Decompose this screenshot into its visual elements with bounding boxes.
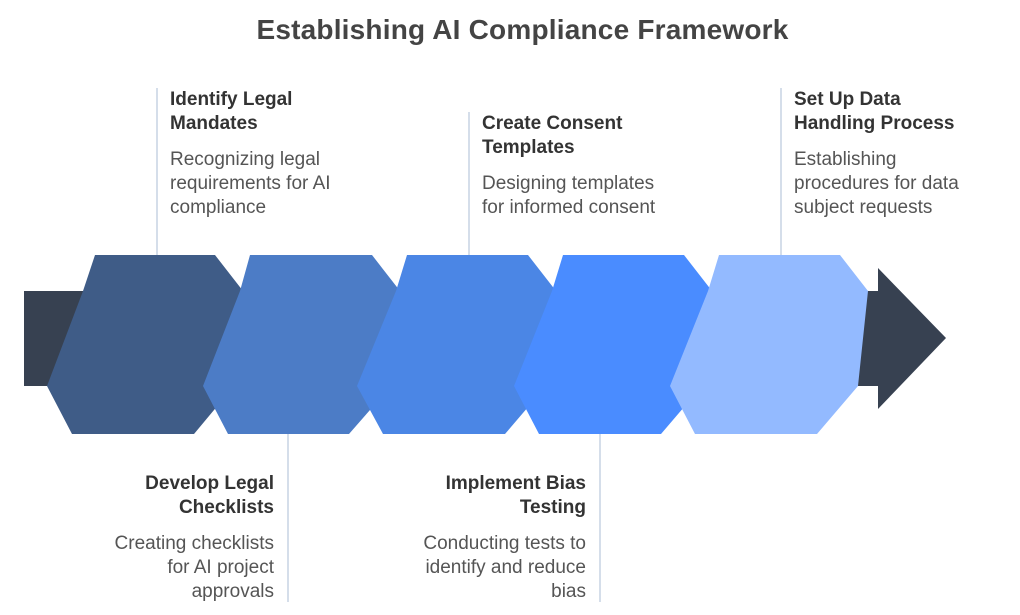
step-description: Recognizing legal requirements for AI co… <box>170 148 370 220</box>
step-desc-line: Establishing <box>794 149 897 170</box>
step-title-line: Handling Process <box>794 113 955 134</box>
step-title: Implement Bias Testing <box>386 472 586 520</box>
step-desc-line: for AI project <box>167 557 274 578</box>
step-desc-line: procedures for data <box>794 173 959 194</box>
step-title-line: Develop Legal <box>145 473 274 494</box>
step-block-5 <box>670 255 868 434</box>
step-desc-line: bias <box>551 581 586 602</box>
step-block-3 <box>357 255 556 434</box>
step-title-line: Create Consent <box>482 113 623 134</box>
step-description: Establishing procedures for data subject… <box>794 148 994 220</box>
step-callout-1: Identify Legal Mandates Recognizing lega… <box>170 88 370 220</box>
step-desc-line: subject requests <box>794 197 933 218</box>
step-title-line: Implement Bias <box>445 473 586 494</box>
step-title-line: Testing <box>519 497 586 518</box>
step-block-2 <box>203 255 400 434</box>
step-desc-line: compliance <box>170 197 267 218</box>
step-desc-line: Creating checklists <box>114 533 274 554</box>
step-desc-line: Designing templates <box>482 173 655 194</box>
step-title-line: Mandates <box>170 113 258 134</box>
step-description: Conducting tests to identify and reduce … <box>386 532 586 604</box>
step-title: Create Consent Templates <box>482 112 682 160</box>
step-desc-line: requirements for AI <box>170 173 331 194</box>
step-desc-line: for informed consent <box>482 197 656 218</box>
step-title-line: Identify Legal <box>170 89 293 110</box>
step-description: Creating checklists for AI project appro… <box>74 532 274 604</box>
step-title-line: Set Up Data <box>794 89 901 110</box>
diagram-title: Establishing AI Compliance Framework <box>256 14 789 45</box>
step-block-1 <box>47 255 243 434</box>
step-title-line: Templates <box>482 137 575 158</box>
step-desc-line: Recognizing legal <box>170 149 320 170</box>
step-title: Identify Legal Mandates <box>170 88 370 136</box>
step-callout-3: Create Consent Templates Designing templ… <box>482 112 682 220</box>
step-callout-5: Set Up Data Handling Process Establishin… <box>794 88 994 220</box>
step-title: Develop Legal Checklists <box>74 472 274 520</box>
step-callout-2: Develop Legal Checklists Creating checkl… <box>74 472 274 604</box>
step-desc-line: approvals <box>191 581 274 602</box>
step-title: Set Up Data Handling Process <box>794 88 994 136</box>
step-description: Designing templates for informed consent <box>482 172 682 220</box>
step-callout-4: Implement Bias Testing Conducting tests … <box>386 472 586 604</box>
step-desc-line: Conducting tests to <box>423 533 586 554</box>
step-desc-line: identify and reduce <box>425 557 586 578</box>
step-title-line: Checklists <box>178 497 274 518</box>
step-block-4 <box>514 255 712 434</box>
